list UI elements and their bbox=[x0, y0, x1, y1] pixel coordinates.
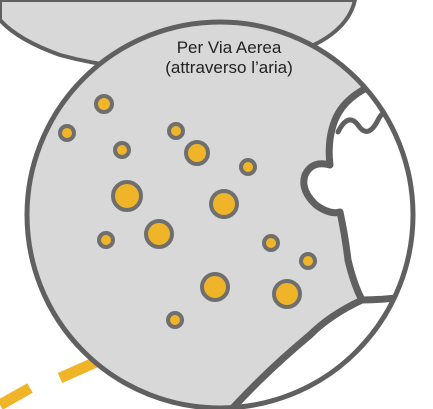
particle-group bbox=[58, 94, 317, 329]
particle bbox=[209, 189, 239, 219]
transmission-caption: Per Via Aerea (attraverso l’aria) bbox=[118, 38, 340, 78]
particle bbox=[111, 180, 143, 212]
particle bbox=[144, 219, 174, 249]
caption-line-1: Per Via Aerea bbox=[176, 38, 282, 57]
particle bbox=[113, 141, 131, 159]
particle bbox=[167, 122, 185, 140]
particle bbox=[166, 311, 184, 329]
particle bbox=[58, 124, 76, 142]
particle bbox=[262, 234, 280, 252]
particle bbox=[184, 140, 210, 166]
particle bbox=[200, 272, 230, 302]
dashed-trajectory bbox=[0, 356, 99, 409]
particle bbox=[97, 231, 115, 249]
particle bbox=[94, 94, 114, 114]
particle bbox=[272, 279, 302, 309]
caption-line-2: (attraverso l’aria) bbox=[165, 58, 293, 77]
particle bbox=[299, 252, 317, 270]
particle bbox=[239, 158, 257, 176]
